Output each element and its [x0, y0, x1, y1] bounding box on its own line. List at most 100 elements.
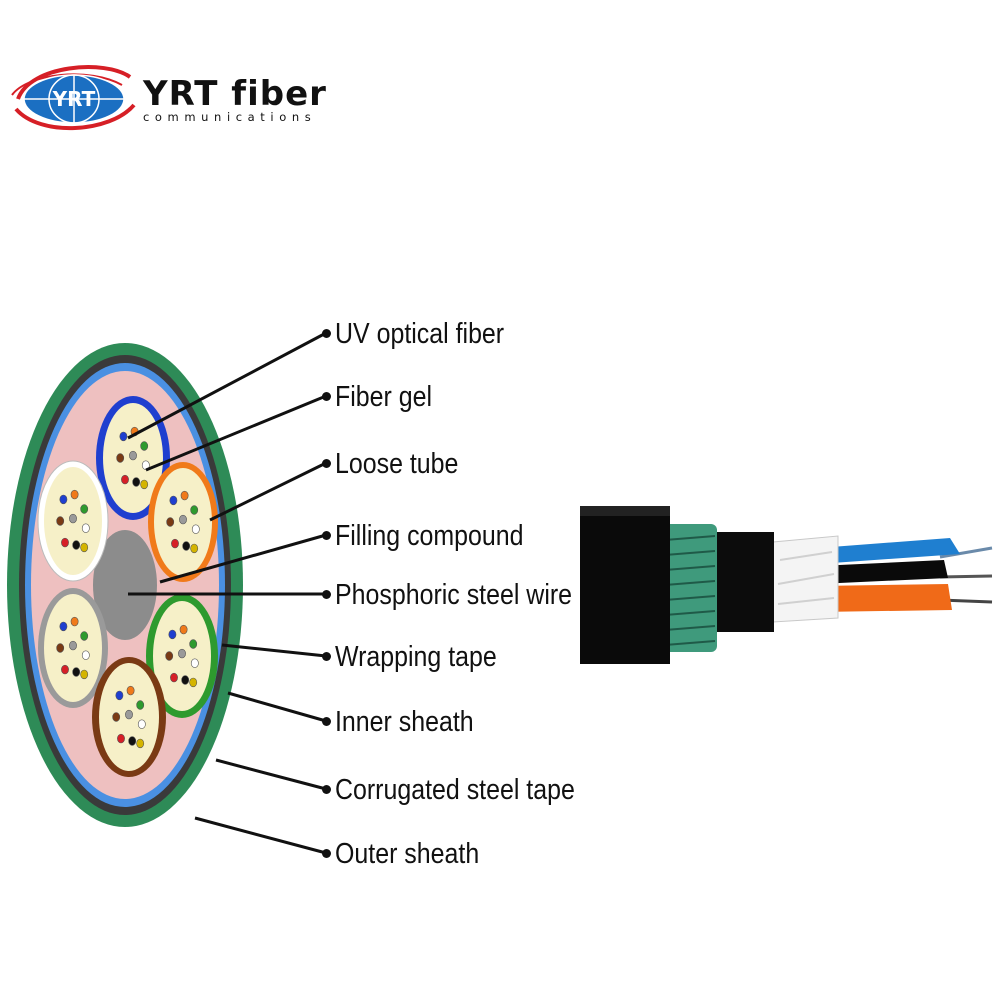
- fiber-dot: [80, 631, 89, 641]
- fiber-dot: [129, 450, 137, 461]
- fiber-dot: [190, 543, 199, 554]
- fiber-dot: [182, 541, 191, 551]
- fiber-dot: [181, 675, 190, 685]
- label-phosphoric-steel-wire: Phosphoric steel wire: [335, 579, 573, 611]
- leader-line-loose-tube: [209, 461, 327, 522]
- label-bullet: [322, 329, 331, 338]
- fiber-dot: [61, 664, 69, 675]
- fiber-dot: [140, 441, 149, 451]
- leader-line-filling-compound: [159, 533, 327, 584]
- inner-sheath-section: [714, 532, 774, 632]
- fiber-dot: [117, 733, 125, 744]
- fiber-dot: [80, 669, 89, 680]
- corrugated-steel-tape-section: [663, 524, 717, 652]
- blue-tube: [818, 538, 960, 564]
- fiber-dot: [178, 648, 186, 659]
- label-bullet: [322, 652, 331, 661]
- label-bullet: [322, 531, 331, 540]
- fiber-dot: [179, 514, 187, 525]
- fiber-dot: [170, 672, 178, 683]
- fiber-dot: [166, 517, 175, 527]
- label-fiber-gel: Fiber gel: [335, 381, 433, 413]
- fiber-dot: [72, 540, 81, 550]
- fiber-dot: [59, 621, 68, 632]
- fiber-dot: [69, 513, 77, 524]
- fiber-dot: [136, 700, 145, 710]
- logo-tagline: communications: [143, 110, 317, 124]
- fiber-dot: [125, 709, 133, 720]
- fiber-dot: [190, 505, 199, 515]
- leader-lines: [127, 331, 327, 855]
- label-bullet: [322, 717, 331, 726]
- label-uv-optical-fiber: UV optical fiber: [335, 318, 505, 350]
- corrugation-ridges: [664, 535, 716, 646]
- leader-line-corrugated-steel-tape: [215, 758, 327, 791]
- fiber-dot: [115, 690, 124, 701]
- label-outer-sheath: Outer sheath: [335, 838, 480, 870]
- optical-fibers: [56, 426, 200, 749]
- fiber-dot: [126, 685, 135, 696]
- label-filling-compound: Filling compound: [335, 520, 524, 552]
- leader-line-outer-sheath: [194, 816, 327, 855]
- fiber-strand: [939, 574, 993, 579]
- label-inner-sheath: Inner sheath: [335, 706, 474, 738]
- label-bullet: [322, 459, 331, 468]
- central-steel-wire: [93, 530, 157, 640]
- fiber-dot: [69, 640, 77, 651]
- fiber-dot: [116, 453, 125, 463]
- fiber-dot: [132, 477, 141, 487]
- logo-emblem-text: YRT: [52, 87, 96, 111]
- fiber-dot: [81, 650, 90, 660]
- label-loose-tube: Loose tube: [335, 448, 459, 480]
- fiber-dot: [56, 643, 65, 653]
- cable-cross-section: [7, 343, 243, 827]
- fiber-dot: [80, 504, 89, 514]
- fiber-dot: [180, 490, 189, 501]
- fiber-dot: [168, 629, 177, 640]
- fiber-dot: [119, 431, 128, 442]
- fiber-dot: [179, 624, 188, 635]
- leader-line-wrapping-tape: [221, 643, 327, 658]
- fiber-dot: [169, 495, 178, 506]
- fiber-dot: [81, 523, 90, 533]
- fiber-dot: [191, 524, 200, 534]
- label-bullet: [322, 392, 331, 401]
- orange-tube: [818, 584, 952, 612]
- logo-name: YRT fiber: [143, 74, 327, 114]
- fiber-dot: [137, 719, 146, 729]
- outer-sheath-highlight: [580, 506, 670, 516]
- brand-logo: YRT YRT fiber communications: [10, 55, 430, 135]
- label-bullet: [322, 785, 331, 794]
- leader-line-fiber-gel: [145, 394, 327, 472]
- fiber-dot: [72, 667, 81, 677]
- label-bullet: [322, 849, 331, 858]
- fiber-dot: [61, 537, 69, 548]
- label-corrugated-steel-tape: Corrugated steel tape: [335, 774, 575, 806]
- leader-line-inner-sheath: [227, 691, 327, 723]
- black-tube: [818, 560, 948, 584]
- fiber-dot: [70, 616, 79, 627]
- label-wrapping-tape: Wrapping tape: [335, 641, 497, 673]
- fiber-dot: [189, 639, 198, 649]
- fiber-dot: [190, 658, 199, 668]
- fiber-dot: [56, 516, 65, 526]
- tape-texture: [777, 551, 835, 605]
- leader-line-uv-optical-fiber: [127, 331, 327, 440]
- fiber-dot: [128, 736, 137, 746]
- fiber-dot: [140, 479, 149, 490]
- fiber-dot: [80, 542, 89, 553]
- outer-sheath-section: [580, 506, 670, 664]
- fiber-dot: [59, 494, 68, 505]
- fiber-strand: [939, 546, 993, 559]
- fiber-dot: [136, 738, 145, 749]
- fiber-dot: [70, 489, 79, 500]
- fiber-dot: [121, 474, 129, 485]
- fiber-dot: [171, 538, 179, 549]
- cable-side-view: [580, 506, 993, 664]
- label-bullet: [322, 590, 331, 599]
- fiber-dot: [141, 460, 150, 470]
- globe-logo-icon: YRT: [11, 65, 136, 130]
- fiber-dot: [165, 651, 174, 661]
- fiber-dot: [189, 677, 198, 688]
